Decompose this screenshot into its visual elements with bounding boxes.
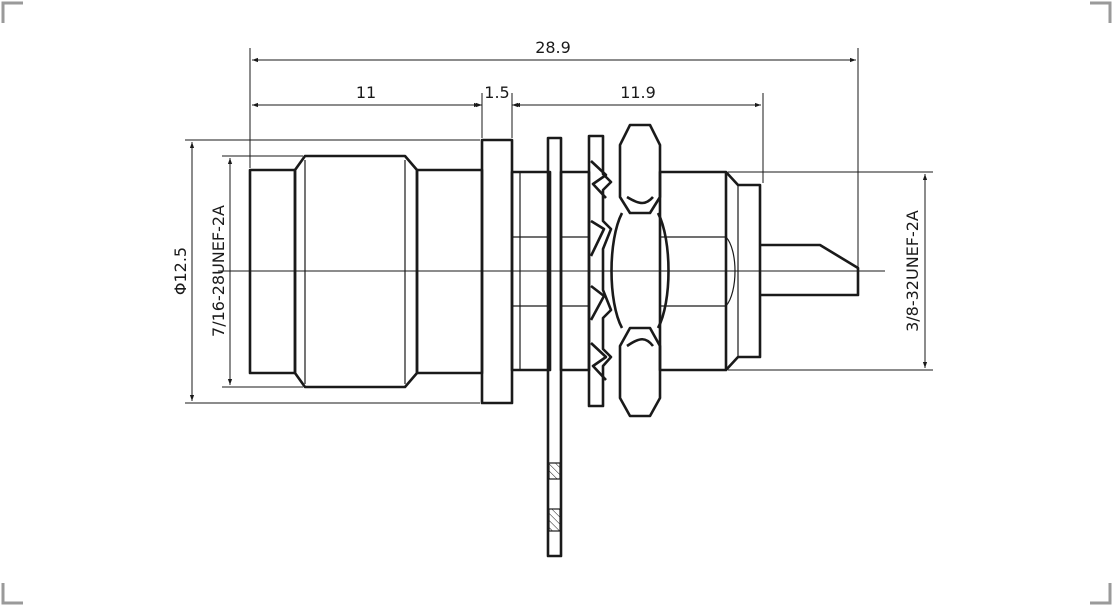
dim-overall-length: 28.9 <box>535 38 571 57</box>
dim-diameter: Φ12.5 <box>171 247 190 295</box>
dim-rear-thread: 3/8-32UNEF-2A <box>903 210 922 332</box>
dim-front-thread: 7/16-28UNEF-2A <box>209 205 228 337</box>
dimension-lines <box>185 48 933 404</box>
dim-rear-length: 11.9 <box>620 83 656 102</box>
dim-body-length: 11 <box>356 83 376 102</box>
connector-outline <box>248 123 860 558</box>
dim-flange-thickness: 1.5 <box>484 83 509 102</box>
